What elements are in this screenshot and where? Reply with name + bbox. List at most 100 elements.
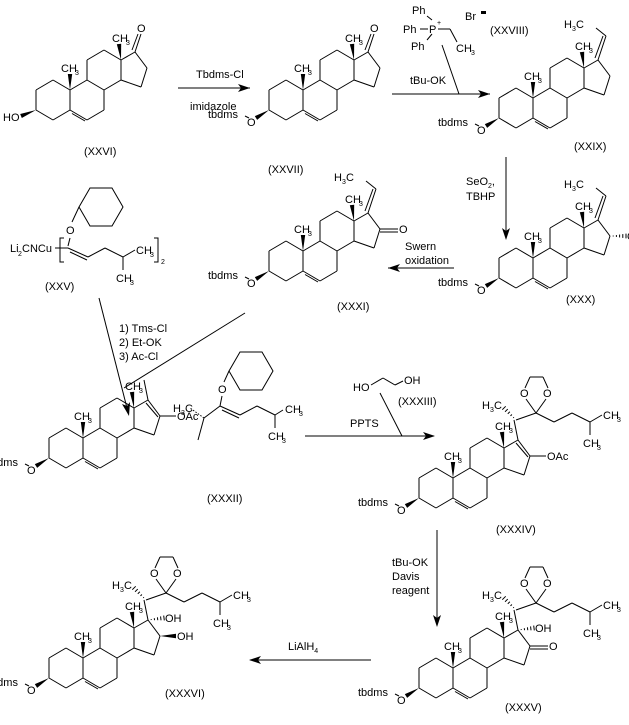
ring-d-bond: [153, 635, 161, 656]
subscript: 3: [359, 40, 363, 47]
hydroxyl-label: OH: [627, 231, 629, 243]
double-bond-c5-c6: [454, 691, 469, 700]
ring-a-bond: [435, 687, 454, 699]
ring-d-bond: [367, 212, 381, 230]
ring-b-bond: [452, 657, 471, 669]
side-chain-bond: [513, 609, 519, 631]
ketal-o-bond: [525, 588, 537, 604]
methyl-label: H: [564, 19, 572, 31]
chain-bond: [165, 592, 185, 603]
ring-a-bond: [418, 467, 437, 479]
ring-c-bond: [486, 657, 505, 669]
ring-a-bond: [435, 467, 454, 479]
ring-b-bond: [319, 270, 338, 282]
subscript: 3: [490, 597, 494, 604]
hashed-oh-c17: [150, 615, 165, 621]
ring-a-bond: [498, 277, 517, 289]
compound-label-xxvii: (XXVII): [268, 164, 303, 176]
side-chain-bond: [143, 379, 149, 401]
compound-xxv: O Li 2 CNCu CH 3 CH 3 2: [10, 187, 165, 287]
o-tbdms-bond: [24, 683, 30, 687]
ring-a-bond: [268, 109, 287, 121]
methyl-wedge-c10: [450, 652, 456, 668]
oxygen-label: O: [477, 125, 486, 137]
hashed-oh-c17: [520, 625, 535, 631]
side-chain-xxxii: O CH 3 CH 3 H 3 C: [173, 351, 303, 445]
tbdms-label: tbdms: [208, 109, 238, 121]
compound-label-xxxiv: (XXXIV): [496, 524, 536, 536]
subscript: 3: [458, 648, 462, 655]
ring-c-bond: [86, 49, 105, 61]
ring-b-bond: [69, 79, 88, 91]
tbdms-label: tbdms: [438, 277, 468, 289]
subscript: 3: [458, 458, 462, 465]
oxygen-label: O: [543, 388, 552, 400]
ring-a-bond: [65, 677, 84, 689]
exocyclic-double-bond-2: [594, 35, 604, 59]
ring-b-bond: [69, 109, 88, 121]
reagent-imidazole: imidazole: [190, 101, 236, 113]
oxygen-label: O: [543, 578, 552, 590]
ring-b-bond: [82, 457, 101, 469]
double-bond-c5-c6: [304, 274, 319, 283]
hydroxyl-label: OH: [177, 631, 194, 643]
enol-double-bond-2: [145, 402, 159, 418]
exocyclic-double-bond: [367, 188, 377, 214]
ring-b-bond: [469, 657, 488, 669]
svg-text:CH: CH: [116, 273, 132, 285]
compound-label-xxv: (XXV): [45, 281, 74, 293]
methyl-wedge-c10: [450, 462, 456, 478]
chain-bond: [571, 602, 591, 613]
co-reactant-line-r6: [379, 392, 403, 437]
subscript: 3: [308, 70, 312, 77]
ring-c-bond: [103, 49, 122, 61]
reagent-ac-cl: 3) Ac-Cl: [119, 351, 158, 363]
ring-c-bond: [336, 79, 355, 91]
ring-d-bond: [133, 399, 149, 409]
subscript: 3: [342, 179, 346, 186]
ring-d-bond: [133, 619, 149, 629]
methyl-wedge-c10: [300, 74, 306, 90]
ring-c-bond: [116, 647, 135, 659]
reaction-arrow-r3: [502, 157, 510, 240]
dioxolane-bond: [524, 376, 531, 389]
ring-a-bond: [285, 270, 304, 282]
methyl-label: CH: [74, 631, 90, 643]
chain-bond: [589, 414, 603, 423]
dioxolane-bond: [524, 566, 531, 579]
exocyclic-double-bond: [597, 195, 607, 221]
carbonyl-bond: [367, 33, 375, 53]
subscript: 3: [589, 208, 593, 215]
ring-b-bond: [319, 109, 338, 121]
reagent-davis: Davis: [392, 571, 420, 583]
carbonyl-bond-2: [131, 33, 139, 51]
ring-d-bond: [373, 67, 381, 88]
methyl-label: CH: [575, 41, 591, 53]
methyl-label: CH: [495, 421, 511, 433]
ring-a-bond: [48, 647, 67, 659]
tbdms-label: tbdms: [438, 117, 468, 129]
ring-d-bond: [517, 629, 531, 647]
ring-b-bond: [302, 240, 321, 252]
dioxolane-bond: [154, 556, 161, 569]
ring-c-bond: [336, 210, 355, 222]
ring-a-bond: [268, 79, 287, 91]
compound-label-xxxi: (XXXI): [337, 301, 369, 313]
subscript: 3: [509, 618, 513, 625]
ring-b-bond: [99, 647, 118, 659]
oxygen-label: O: [520, 578, 529, 590]
ring-d-bond: [153, 415, 161, 436]
ring-a-bond: [515, 247, 534, 259]
reagent-tms-cl: 1) Tms-Cl: [119, 323, 167, 335]
methyl-label: H: [482, 400, 490, 412]
ring-d-bond: [367, 51, 381, 69]
ring-b-bond: [302, 270, 321, 282]
otbdms-wedge-c3: [254, 271, 269, 281]
exocyclic-double-bond-2: [364, 188, 374, 212]
compound-label-xxxiii: (XXXIII): [398, 396, 437, 408]
ring-d-bond: [503, 439, 519, 449]
